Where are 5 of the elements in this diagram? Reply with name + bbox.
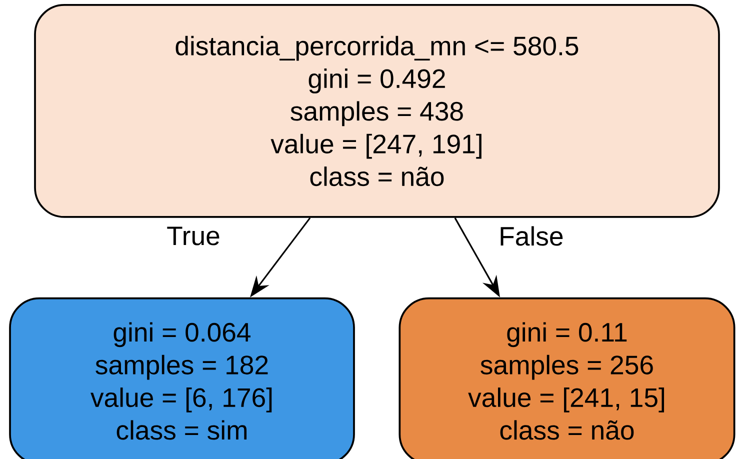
decision-box: distancia_percorrida_mn <= 580.5 gini = 0.492 samples = 438 value = [247, 191] class = não	[34, 4, 720, 218]
edge-label: True	[165, 225, 222, 247]
edge-label: False	[497, 224, 566, 248]
leaf-box: gini = 0.064 samples = 182 value = [6, 176] class = sim	[9, 297, 355, 459]
leaf-box: gini = 0.11 samples = 256 value = [241, 15] class = não	[398, 297, 736, 459]
